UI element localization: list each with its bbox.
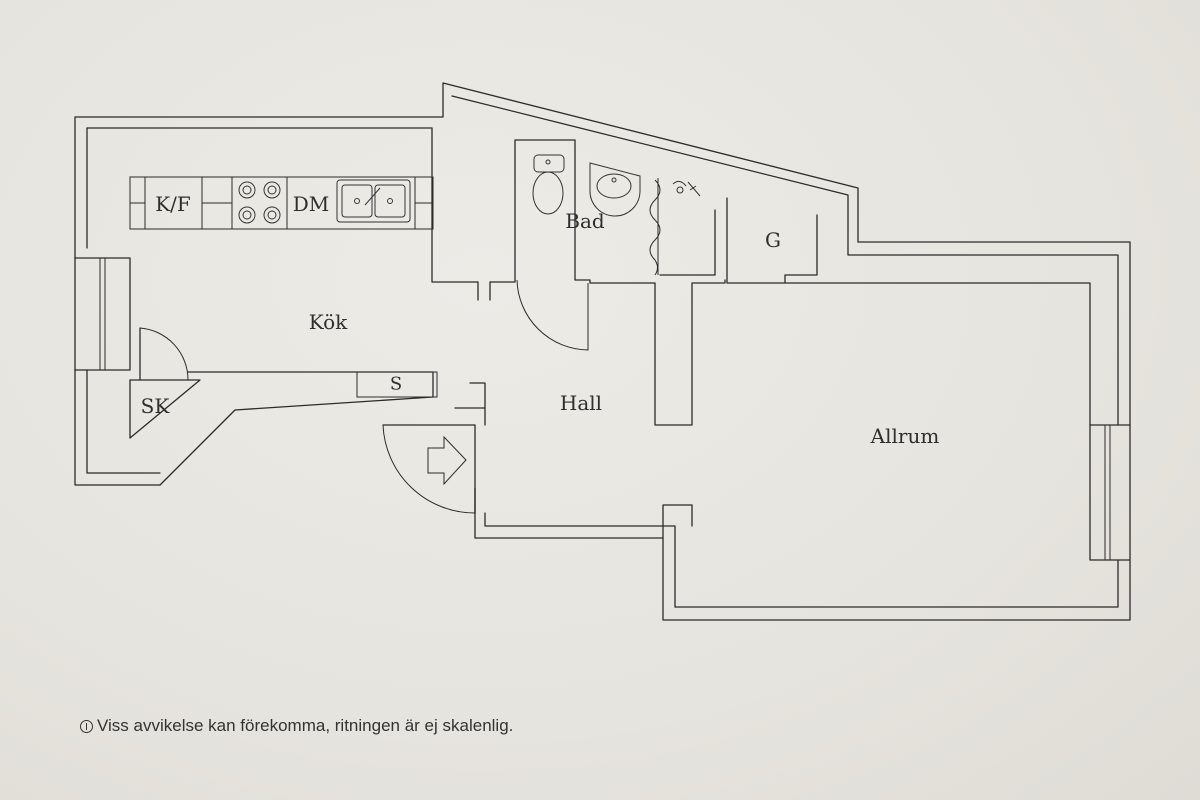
kitchen-sink-icon xyxy=(336,179,411,223)
fixture-label-dishwasher: DM xyxy=(292,192,330,216)
room-label-bathroom: Bad xyxy=(565,209,605,233)
room-label-kitchen: Kök xyxy=(308,310,348,334)
disclaimer-text: Viss avvikelse kan förekomma, ritningen … xyxy=(97,716,514,735)
bathroom-door xyxy=(516,279,589,351)
disclaimer-note: Viss avvikelse kan förekomma, ritningen … xyxy=(80,716,513,736)
shower-icon xyxy=(672,180,701,197)
storage-s xyxy=(356,371,438,398)
bathroom-sink-icon xyxy=(589,162,641,217)
room-label-hall: Hall xyxy=(559,391,603,415)
entrance-door xyxy=(382,407,486,514)
room-label-living-room: Allrum xyxy=(870,424,940,448)
shower-curtain xyxy=(649,178,661,276)
room-label-wardrobe: G xyxy=(765,228,781,252)
outer-walls xyxy=(74,82,1131,621)
left-window xyxy=(74,257,131,371)
closet-sk xyxy=(129,327,434,486)
room-label-storage: S xyxy=(389,373,403,395)
wardrobe-g xyxy=(726,197,1091,426)
toilet-icon xyxy=(532,154,565,215)
fixture-label-fridge: K/F xyxy=(155,192,191,216)
room-label-closet: SK xyxy=(140,394,170,418)
shower-wall xyxy=(659,209,716,276)
right-window xyxy=(1089,424,1131,561)
info-icon xyxy=(80,719,93,733)
kitchen-counter xyxy=(129,176,434,230)
stove-icon xyxy=(238,181,281,224)
